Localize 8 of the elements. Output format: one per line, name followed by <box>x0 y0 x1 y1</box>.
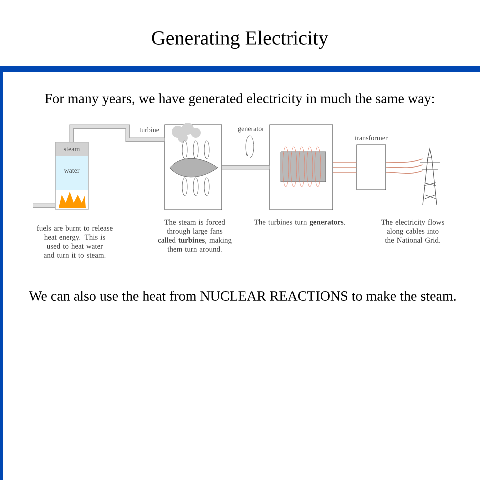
title: Generating Electricity <box>152 30 329 50</box>
cable <box>332 162 358 173</box>
caption-text: For many years, we have generated electricity in much the same way: <box>45 94 434 106</box>
pipe <box>70 124 165 142</box>
caption-text: We can also use the heat from NUCLEAR REACTIONS to make the steam. <box>29 290 456 302</box>
pipe <box>222 165 270 170</box>
pylon-drawing <box>420 148 440 206</box>
cable <box>386 158 424 174</box>
